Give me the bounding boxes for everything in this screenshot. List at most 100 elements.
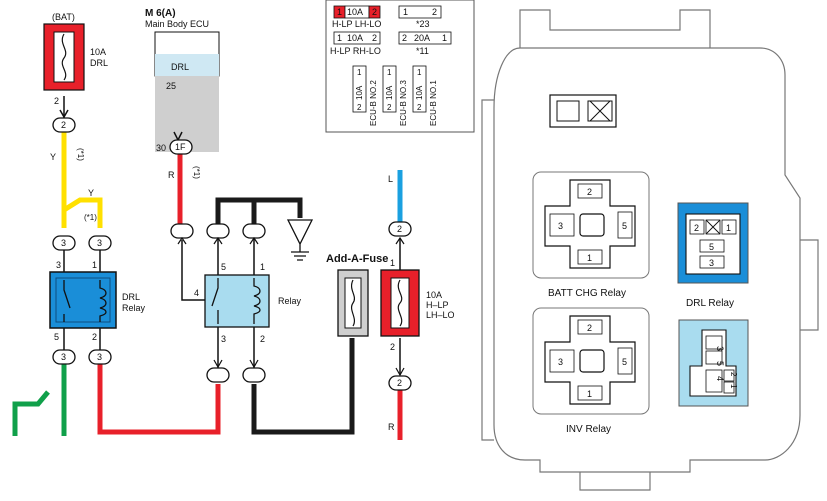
aaf-conn-bottom-label: 2 bbox=[397, 378, 402, 388]
drl-relay-name-1: DRL bbox=[122, 292, 140, 302]
vfuse-3-pin-bottom: 2 bbox=[417, 103, 422, 112]
black-wire-top bbox=[215, 197, 303, 225]
ecu-body bbox=[155, 76, 219, 152]
arrow-aaf-bottom bbox=[395, 367, 405, 377]
mid-relay-switch bbox=[211, 278, 219, 324]
fuse-r2-pin-b: 2 bbox=[372, 33, 377, 43]
black-wire-bottom bbox=[251, 338, 355, 435]
drl-pin-tr: 1 bbox=[92, 260, 97, 270]
mid-relay bbox=[204, 274, 270, 328]
red-wire-group bbox=[97, 150, 403, 440]
ecu-connector-label: 1F bbox=[175, 142, 186, 152]
relay-box-right-tab bbox=[800, 239, 819, 331]
mid-relay-coil bbox=[253, 278, 261, 324]
inv-pin-left-box bbox=[549, 349, 575, 373]
thin-wire-group bbox=[63, 86, 401, 375]
vfuse-1-pin-top: 1 bbox=[357, 68, 362, 77]
vfuse-2-box bbox=[382, 65, 397, 113]
wire-y2-note: (*1) bbox=[84, 213, 97, 222]
batt-chg-pin-left: 3 bbox=[558, 221, 563, 231]
batt-chg-label: BATT CHG Relay bbox=[548, 288, 626, 299]
drl-box-pin-a: 2 bbox=[694, 223, 699, 233]
fuse-box-top bbox=[325, 0, 475, 133]
drl-box-pin-b: 1 bbox=[726, 223, 731, 233]
vfuse-1-label: ECU-B NO.2 bbox=[369, 80, 378, 126]
black-wire-group bbox=[215, 197, 355, 435]
drl-relay bbox=[49, 271, 117, 329]
vfuse-1-rating: 10A bbox=[355, 85, 364, 100]
fuse-rr2-box bbox=[398, 31, 452, 45]
mid-pin-3: 3 bbox=[221, 334, 226, 344]
ecu-terminal: DRL bbox=[171, 62, 189, 72]
mid-conn-tl bbox=[206, 223, 230, 239]
vfuse-3-box bbox=[412, 65, 427, 113]
mid-pin-4: 4 bbox=[194, 288, 199, 298]
ground-icon bbox=[286, 219, 314, 261]
aaf-conn-bottom bbox=[388, 375, 412, 391]
conn-2-label: 2 bbox=[61, 120, 66, 130]
vfuse-2: 1 10A 2 ECU-B NO.3 bbox=[382, 65, 408, 126]
drl-box-pin-c: 5 bbox=[709, 242, 714, 252]
green-wire-branch bbox=[12, 390, 50, 436]
fuse-r1-rating: 10A bbox=[347, 7, 363, 17]
drl-conn-bl-label: 3 bbox=[61, 352, 66, 362]
vfuse-2-label: ECU-B NO.3 bbox=[399, 80, 408, 126]
small-pin-e-box bbox=[723, 381, 735, 394]
arrow-mid-bl bbox=[213, 359, 223, 369]
inv-pin-bottom-box bbox=[577, 385, 603, 401]
inv-pin-bottom: 1 bbox=[587, 389, 592, 399]
drl-box-pin-a-box bbox=[689, 219, 705, 235]
inv-pin-right: 5 bbox=[622, 357, 627, 367]
small-pin-a: 3 bbox=[715, 346, 725, 351]
fuse-r1-pin-a: 1 bbox=[337, 7, 342, 17]
wire-r-label: R bbox=[388, 422, 395, 432]
drl-pin-tl: 3 bbox=[56, 260, 61, 270]
aaf-fuse-line2: H–LP bbox=[426, 300, 449, 310]
aaf-fuse-line3: LH–LO bbox=[426, 310, 455, 320]
relay-box bbox=[481, 9, 819, 491]
red-wire-bottom-loop bbox=[97, 362, 221, 435]
fuse-r2-rating: 10A bbox=[347, 33, 363, 43]
aaf-red-wave bbox=[397, 279, 403, 327]
top-connector-x bbox=[589, 100, 611, 122]
vfuse-2-rating: 10A bbox=[385, 85, 394, 100]
wire-l-label: L bbox=[388, 174, 393, 184]
batt-chg-pin-left-box bbox=[549, 213, 575, 237]
conn-2-oval bbox=[52, 117, 76, 133]
ecu-connector bbox=[169, 139, 193, 155]
arrow-mid-br bbox=[249, 359, 259, 369]
vfuse-2-pin-top: 1 bbox=[387, 68, 392, 77]
wire-y2-label: Y bbox=[88, 188, 94, 198]
drl-conn-tr bbox=[88, 235, 112, 251]
fuse-rr2-pin-b: 1 bbox=[442, 33, 447, 43]
drl-relay-box-label: DRL Relay bbox=[686, 298, 734, 309]
drl-relay-inner bbox=[55, 277, 111, 323]
fuse-r1-pin-b: 2 bbox=[372, 7, 377, 17]
inv-pin-left: 3 bbox=[558, 357, 563, 367]
drl-conn-tl bbox=[52, 235, 76, 251]
ecu-wire-r: R bbox=[168, 170, 175, 180]
drl-box-x-frame bbox=[705, 219, 721, 235]
drl-conn-tr-label: 3 bbox=[97, 238, 102, 248]
aaf-pin-bottom: 2 bbox=[390, 342, 395, 352]
inv-label: INV Relay bbox=[566, 424, 611, 435]
vfuse-3: 1 10A 2 ECU-B NO.1 bbox=[412, 65, 438, 126]
batt-chg-pin-top: 2 bbox=[587, 187, 592, 197]
fuse-r1-pin-b-box bbox=[368, 5, 381, 19]
vfuse-3-label: ECU-B NO.1 bbox=[429, 80, 438, 126]
drl-pin-br: 2 bbox=[92, 332, 97, 342]
batt-chg-pin-top-box bbox=[577, 183, 603, 199]
ecu-code: M 6(A) bbox=[145, 8, 176, 19]
drl-conn-bl bbox=[52, 349, 76, 365]
fuse-rr1-box bbox=[398, 5, 442, 19]
ecu-pin-bottom: 30 bbox=[156, 143, 166, 153]
inv-pin-top-box bbox=[577, 319, 603, 335]
vfuse-1: 1 10A 2 ECU-B NO.2 bbox=[352, 65, 378, 126]
fuse-rr1-pin-b: 2 bbox=[432, 7, 437, 17]
drl-fuse-wave bbox=[61, 33, 67, 81]
green-wire-group bbox=[12, 362, 67, 436]
drl-box-pin-d-box bbox=[699, 255, 725, 269]
arrow-mid-tl bbox=[213, 236, 223, 245]
